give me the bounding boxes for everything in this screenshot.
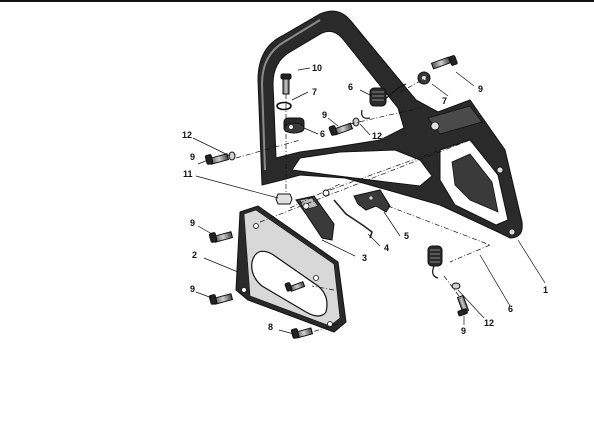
callout-6-left: 6	[320, 129, 325, 139]
callout-12-bottom: 12	[484, 318, 494, 328]
screw-top-right	[430, 55, 458, 70]
callout-5: 5	[404, 231, 409, 241]
washer-left	[228, 151, 236, 161]
spring-bottom	[427, 245, 443, 279]
e-clip-top-left	[276, 101, 292, 111]
screw-vertical-top	[280, 73, 292, 95]
header-rule	[0, 0, 594, 2]
callout-9-plate-top: 9	[190, 218, 195, 228]
callout-2: 2	[192, 250, 197, 260]
e-clip-top-right	[417, 71, 431, 85]
spring-top	[361, 83, 407, 119]
nut	[275, 193, 293, 205]
callout-10: 10	[312, 63, 322, 73]
screw-bottom-right	[456, 294, 470, 317]
callout-12-mid: 12	[372, 131, 382, 141]
callout-7-left: 7	[312, 87, 317, 97]
side-plate	[235, 205, 347, 333]
callout-9-plate-left: 9	[190, 284, 195, 294]
callout-4: 4	[384, 243, 389, 253]
callout-6-top: 6	[348, 82, 353, 92]
callout-8: 8	[268, 322, 273, 332]
washer-bottom	[451, 282, 461, 290]
callout-11: 11	[183, 169, 193, 179]
assembly-lines	[235, 75, 491, 333]
washer-mid	[352, 117, 360, 127]
screw-mid	[328, 122, 354, 136]
main-frame	[257, 10, 523, 239]
callout-9-bottom: 9	[461, 326, 466, 336]
leader-lines	[192, 67, 546, 335]
screw-plate-bottom	[290, 327, 314, 339]
callout-6-bottom: 6	[508, 304, 513, 314]
screw-left	[204, 153, 230, 165]
spring-left	[283, 117, 305, 134]
callout-9-left: 9	[190, 152, 195, 162]
bracket	[353, 189, 391, 213]
callout-7-right: 7	[442, 96, 447, 106]
screw-plate-left	[208, 293, 234, 305]
callout-3: 3	[362, 253, 367, 263]
callout-labels: 1 2 3 4 5 6 6 6 7 7 8 9 9 9 9 9 9 10 11 …	[182, 63, 548, 336]
screw-plate-inner	[284, 281, 306, 292]
callout-12-left: 12	[182, 130, 192, 140]
callout-9-mid: 9	[322, 110, 327, 120]
callout-1: 1	[543, 285, 548, 295]
screw-plate-top	[208, 231, 234, 243]
callout-9-top-right: 9	[478, 84, 483, 94]
